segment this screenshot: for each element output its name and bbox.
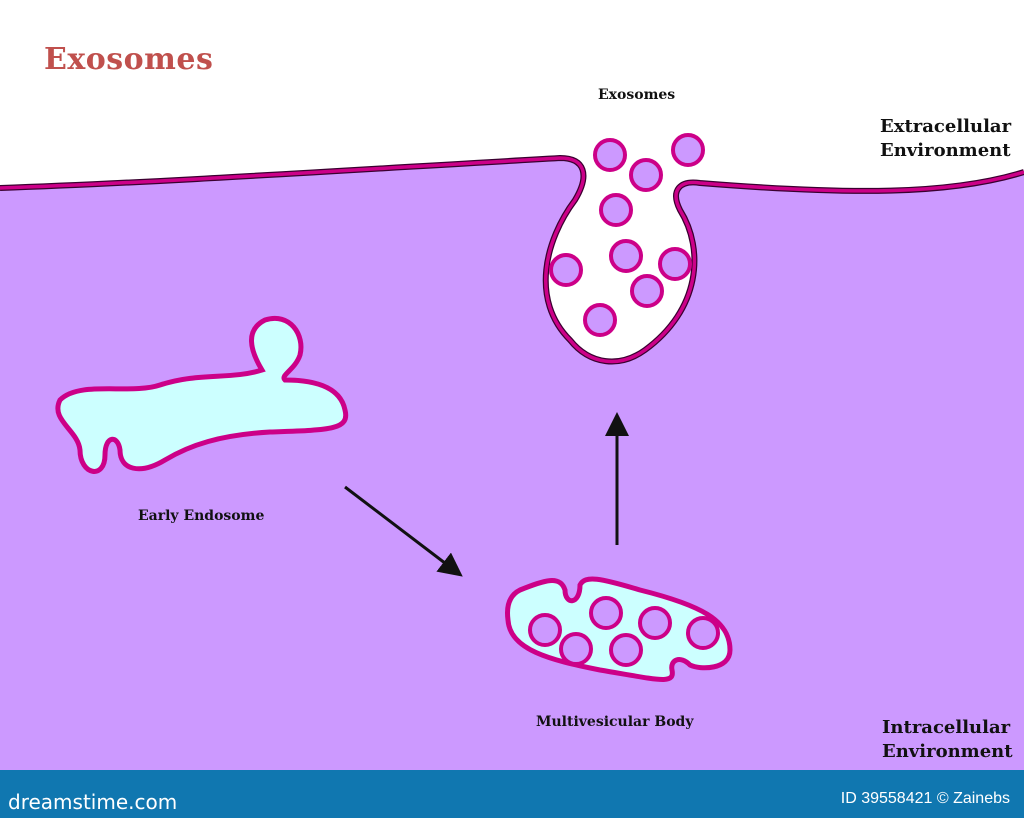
arrow-endosome-to-mvb <box>344 485 463 577</box>
cell-cytoplasm <box>0 158 1024 770</box>
image-credit: ID 39558421 © Zainebs <box>840 790 1010 807</box>
brand-logo[interactable]: dreamstime.com <box>8 790 178 814</box>
exosomes-label: Exosomes <box>598 87 676 103</box>
released-exosomes <box>549 133 705 337</box>
intracellular-line1: Intracellular <box>882 717 1011 738</box>
intracellular-label: Intracellular Environment <box>882 716 1013 764</box>
page-title: Exosomes <box>44 42 214 77</box>
extracellular-line2: Environment <box>880 140 1011 161</box>
multivesicular-body-label: Multivesicular Body <box>536 714 694 730</box>
intracellular-line2: Environment <box>882 741 1013 762</box>
footer-bar: dreamstime.com ID 39558421 © Zainebs <box>0 770 1024 818</box>
intraluminal-vesicles <box>528 596 720 667</box>
early-endosome-shape <box>55 315 349 474</box>
extracellular-line1: Extracellular <box>880 116 1012 137</box>
extracellular-label: Extracellular Environment <box>880 115 1011 163</box>
early-endosome-label: Early Endosome <box>138 508 265 524</box>
